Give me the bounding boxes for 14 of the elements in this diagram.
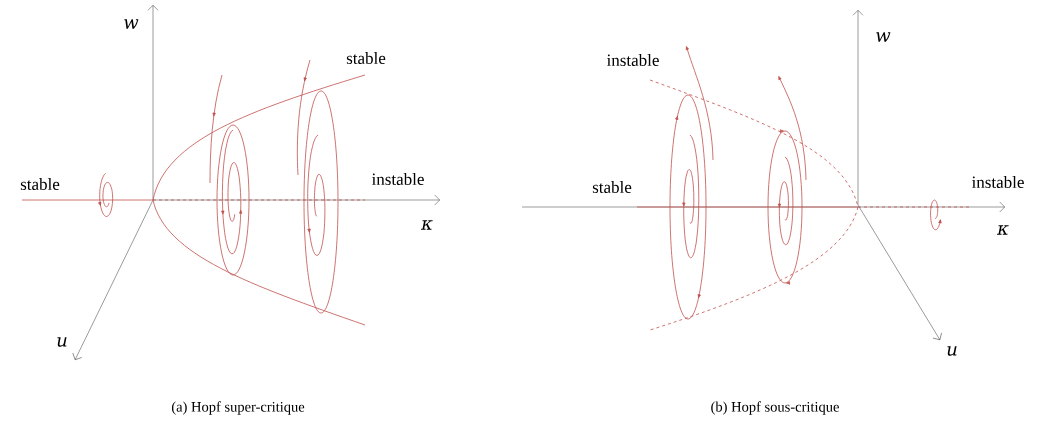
branch-label: stable [20,178,60,190]
axis-label: w [876,32,891,42]
subfigure-caption: (a) Hopf super-critique [171,401,305,415]
axis-label: w [124,19,139,29]
axis-label: u [947,346,957,356]
axis-label: u [57,337,67,347]
branch-label: stable [592,181,632,193]
subfigure-caption: (b) Hopf sous-critique [711,401,839,415]
branch-label: stable [346,52,386,64]
axis-label: κ [420,220,433,230]
branch-label: instable [606,54,659,66]
branch-label: instable [371,173,424,185]
branch-label: instable [971,176,1024,188]
axis-label: κ [996,225,1009,235]
